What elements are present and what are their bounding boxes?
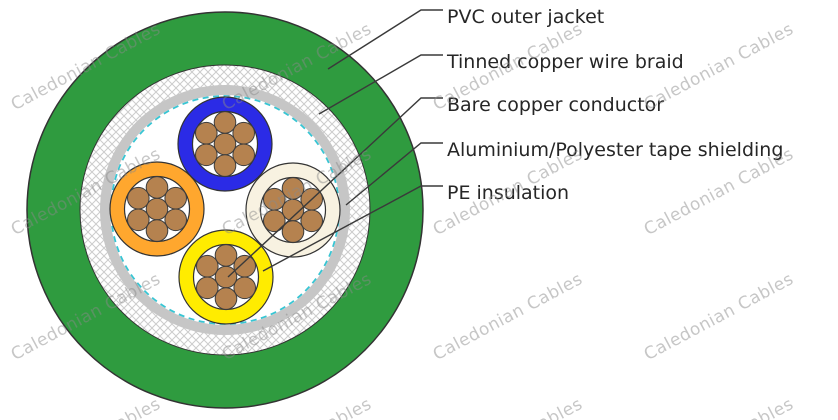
leader-line-bare-copper-conductor [227,97,443,278]
copper-strand [196,276,219,300]
copper-strand [195,121,218,145]
copper-strand [213,111,237,134]
leader-lines [227,9,443,278]
copper-strand [196,254,219,278]
copper-strand [127,208,150,232]
copper-strand [263,209,286,233]
callout-label-aluminium-tape: Aluminium/Polyester tape shielding [447,139,784,161]
copper-strand [145,176,169,199]
copper-strand [145,197,169,221]
copper-strand [213,154,237,177]
cream-core [245,162,341,258]
copper-strand [214,265,238,289]
copper-strand [232,121,255,145]
cable-inner-area [110,95,340,325]
copper-strand [263,187,286,211]
copper-strand [164,186,187,210]
copper-strand [164,208,187,232]
leader-line-aluminium-tape [345,142,443,206]
copper-strand [127,186,150,210]
copper-strand [214,244,238,267]
copper-strand [281,177,305,200]
copper-strand [213,132,237,156]
copper-strand [214,287,238,310]
callout-label-bare-copper-conductor: Bare copper conductor [447,94,665,116]
copper-strand [232,143,255,167]
copper-strand [195,143,218,167]
orange-core [109,161,205,257]
copper-strand [281,220,305,243]
leader-line-pe-insulation [262,185,443,272]
callout-label-pe-insulation: PE insulation [447,182,570,204]
callout-label-tinned-copper-braid: Tinned copper wire braid [447,51,684,73]
yellow-core [178,229,274,325]
copper-strand [145,219,169,242]
blue-core [177,96,273,192]
copper-strand [300,209,324,233]
cores-group [109,96,341,325]
copper-strand [233,276,256,300]
leader-line-pvc-outer-jacket [327,9,443,70]
callout-label-pvc-outer-jacket: PVC outer jacket [447,6,605,28]
copper-strand [233,254,256,278]
leader-line-tinned-copper-braid [318,54,443,115]
